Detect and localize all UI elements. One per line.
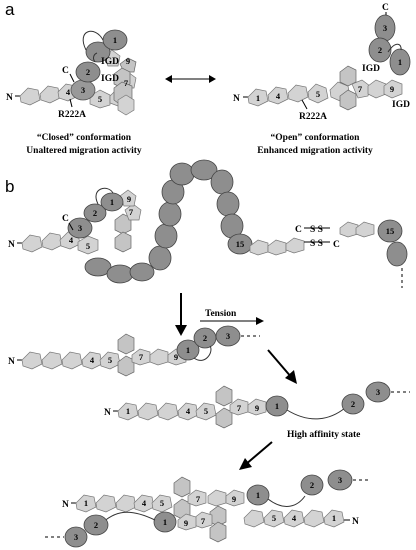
svg-text:3: 3	[383, 23, 387, 33]
svg-text:2: 2	[351, 399, 355, 409]
svg-text:1: 1	[163, 517, 167, 527]
svg-text:9: 9	[255, 403, 259, 413]
closed-caption-line1: “Closed” conformation	[37, 132, 132, 143]
svg-text:4: 4	[69, 235, 74, 245]
svg-text:4: 4	[90, 355, 95, 365]
svg-text:2: 2	[94, 520, 98, 530]
svg-text:2: 2	[93, 208, 97, 218]
panel-label-a: a	[5, 0, 15, 19]
svg-text:N: N	[8, 240, 15, 250]
svg-text:IGD: IGD	[101, 57, 119, 67]
svg-text:R222A: R222A	[58, 110, 86, 120]
svg-text:9: 9	[126, 56, 130, 66]
svg-text:IGD: IGD	[392, 100, 410, 110]
svg-text:1: 1	[110, 197, 114, 207]
stage-4-fibril-assembly: N 1 4 5 7 9 1 2 3 N	[45, 469, 370, 548]
svg-text:9: 9	[390, 84, 394, 94]
tension-label: Tension	[205, 309, 237, 319]
svg-text:9: 9	[174, 352, 178, 362]
arrow-to-stage-4	[239, 441, 273, 470]
svg-text:1: 1	[126, 406, 130, 416]
svg-text:7: 7	[358, 84, 363, 94]
svg-text:IGD: IGD	[362, 64, 380, 74]
svg-text:5: 5	[272, 513, 276, 523]
svg-text:R222A: R222A	[299, 112, 327, 122]
svg-text:4: 4	[186, 406, 191, 416]
svg-text:7: 7	[237, 403, 242, 413]
stage-3-high-affinity: N 1 4 5 7 9 1 2 3	[104, 381, 410, 429]
svg-text:5: 5	[86, 241, 90, 251]
n-terminus-label: N	[6, 93, 13, 103]
svg-text:5: 5	[160, 498, 164, 508]
svg-text:3: 3	[74, 532, 78, 542]
svg-text:1: 1	[256, 93, 260, 103]
arrow-to-stage-3	[267, 349, 297, 384]
svg-text:3: 3	[338, 475, 342, 485]
svg-text:5: 5	[204, 406, 208, 416]
svg-text:2: 2	[310, 480, 314, 490]
svg-text:1: 1	[84, 498, 88, 508]
svg-text:9: 9	[184, 518, 188, 528]
svg-text:N: N	[233, 94, 240, 104]
open-conformation: N C 3 2 1 1 4 5 7 9 IGD IGD R222A	[233, 3, 411, 122]
svg-text:1: 1	[332, 513, 336, 523]
svg-text:S S: S S	[310, 239, 323, 249]
svg-text:5: 5	[108, 355, 112, 365]
svg-text:1: 1	[113, 35, 117, 45]
svg-text:2: 2	[86, 67, 90, 77]
svg-text:IGD: IGD	[101, 74, 119, 84]
closed-conformation: N C 3 2 1 4 5 7 9 IGD IGD R222A	[6, 29, 137, 120]
svg-text:C: C	[333, 240, 340, 250]
svg-text:C: C	[62, 214, 69, 224]
svg-text:1: 1	[275, 401, 279, 411]
svg-text:5: 5	[316, 89, 320, 99]
arrow-to-stage-2	[175, 293, 187, 336]
high-affinity-label: High affinity state	[287, 430, 360, 440]
stage-1-closed-dimer: N 15 3 2 1 4 5 7 9	[8, 159, 408, 288]
panel-label-b: b	[5, 177, 14, 196]
svg-text:1: 1	[256, 490, 260, 500]
svg-text:7: 7	[201, 516, 206, 526]
svg-text:C: C	[62, 66, 69, 76]
svg-text:1: 1	[398, 57, 402, 67]
svg-text:4: 4	[292, 513, 297, 523]
svg-text:4: 4	[142, 498, 147, 508]
svg-text:3: 3	[78, 223, 82, 233]
open-caption-line1: “Open” conformation	[271, 132, 361, 143]
svg-text:9: 9	[127, 194, 131, 204]
svg-text:4: 4	[276, 91, 281, 101]
svg-text:N: N	[8, 357, 15, 367]
svg-text:15: 15	[386, 226, 395, 236]
svg-text:7: 7	[124, 78, 129, 88]
svg-text:2: 2	[378, 45, 382, 55]
svg-text:5: 5	[98, 94, 102, 104]
open-caption-line2: Enhanced migration activity	[257, 146, 373, 156]
svg-text:7: 7	[129, 207, 134, 217]
svg-text:7: 7	[196, 494, 201, 504]
svg-text:1: 1	[186, 345, 190, 355]
svg-text:N: N	[62, 500, 69, 510]
svg-text:N: N	[104, 408, 111, 418]
closed-caption-line2: Unaltered migration activity	[26, 146, 142, 156]
svg-text:3: 3	[376, 387, 380, 397]
svg-text:9: 9	[232, 494, 236, 504]
svg-text:2: 2	[203, 333, 207, 343]
svg-text:7: 7	[139, 352, 144, 362]
equilibrium-arrow	[165, 75, 216, 83]
svg-text:C: C	[382, 3, 389, 13]
svg-text:3: 3	[81, 85, 85, 95]
svg-text:N: N	[352, 517, 359, 527]
svg-text:4: 4	[66, 87, 71, 97]
svg-text:15: 15	[236, 239, 245, 249]
svg-text:3: 3	[226, 331, 230, 341]
svg-text:C: C	[295, 225, 302, 235]
svg-text:S S: S S	[310, 225, 323, 235]
stage-2-tension: N 4 5 7 9 1 2 3	[8, 325, 260, 377]
